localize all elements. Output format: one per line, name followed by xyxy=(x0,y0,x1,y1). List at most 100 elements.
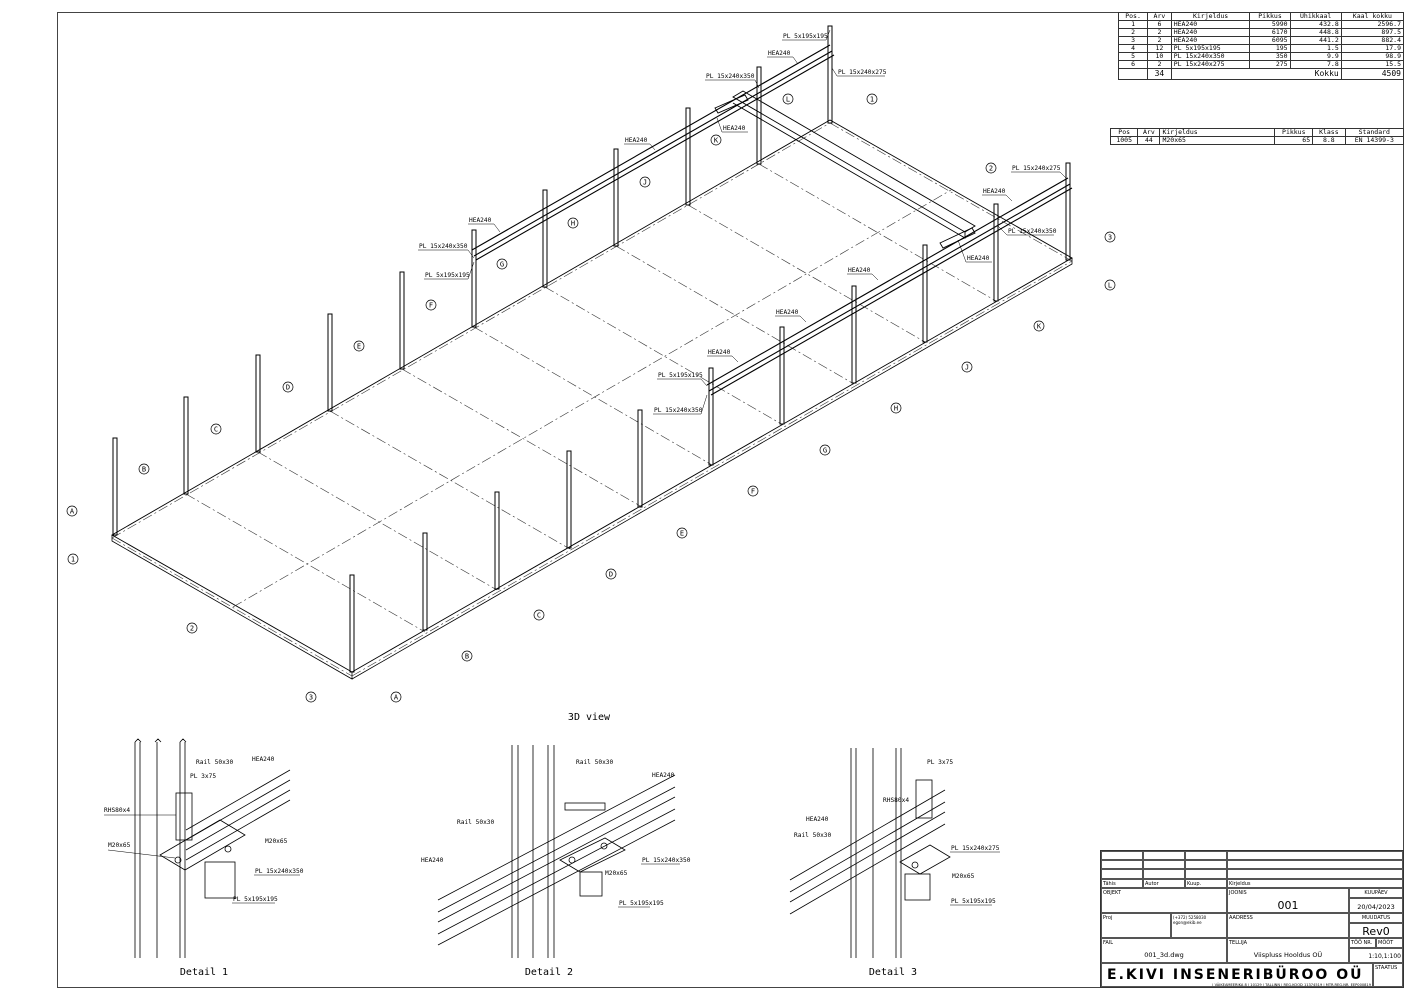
staatus-label: STAATUS xyxy=(1373,963,1403,987)
autor-header: Autor xyxy=(1143,879,1185,888)
kirjeldus-header: Kirjeldus xyxy=(1227,879,1403,888)
cell: EN 14399-3 xyxy=(1344,136,1405,145)
d3-pl275: PL 15x240x275 xyxy=(951,845,1000,852)
tellija-label: TELLIJA xyxy=(1229,940,1248,946)
callout-hea240-back2: HEA240 xyxy=(468,217,501,233)
title-block: Tähis Autor Kuup. Kirjeldus OBJEKT JOONI… xyxy=(1100,850,1404,988)
cell: 15.5 xyxy=(1340,60,1405,69)
grid-label-2L: 2 xyxy=(989,165,993,173)
total-weight: 4509 xyxy=(1340,68,1405,80)
grid-label-1L: 1 xyxy=(870,96,874,104)
client-name: Viispluss Hooldus OÜ xyxy=(1253,951,1323,959)
callout-text: HEA240 xyxy=(768,50,791,57)
grid-bubble-labels: A B C D E F G H J K L A B C D E F G H J … xyxy=(70,96,1112,702)
file-name: 001_3d.dwg xyxy=(1144,951,1184,959)
runway-beams xyxy=(471,44,1073,396)
callout-hea240-3: HEA240 xyxy=(767,50,799,65)
grid-label-E1: E xyxy=(357,343,361,351)
detail-2-callouts: Rail 50x30 HEA240 Rail 50x30 HEA240 PL 1… xyxy=(421,759,691,908)
date-value: 20/04/2023 xyxy=(1349,898,1403,913)
view-captions: 3D view Detail 1 Detail 2 Detail 3 xyxy=(180,712,917,978)
detail-2-view xyxy=(437,745,676,958)
callout-pl350-right: PL 15x240x350 xyxy=(997,225,1057,236)
email: egon@ekib.ee xyxy=(1173,920,1202,925)
d1-rail: Rail 50x30 xyxy=(196,759,234,766)
d3-plate: PL 5x195x195 xyxy=(951,898,996,905)
grid-label-L3: L xyxy=(1108,282,1112,290)
company-address: | VÄIKEAMEERIKA 8 | 10129 | TALLINN | RE… xyxy=(1212,983,1371,987)
grid-label-B1: B xyxy=(142,466,146,474)
grid-label-L1: L xyxy=(786,96,790,104)
callout-hea240-bridge: HEA240 xyxy=(957,239,992,263)
d1-pl3x75: PL 3x75 xyxy=(190,773,216,780)
callout-text: PL 15x240x350 xyxy=(706,73,755,80)
grid-label-K1: K xyxy=(714,137,719,145)
contact-cell: (+372) 5258030 egon@ekib.ee xyxy=(1171,913,1227,938)
grid-lines xyxy=(111,122,1073,677)
grid-label-D3: D xyxy=(609,571,613,579)
callout-hea240-crane: HEA240 xyxy=(716,117,748,133)
cell: 7.8 xyxy=(1289,60,1342,69)
grid-label-C3: C xyxy=(537,612,541,620)
callout-text: PL 15x240x275 xyxy=(1012,165,1061,172)
fail-label: FAIL xyxy=(1103,940,1114,946)
columns-row-1 xyxy=(112,25,833,536)
callout-text: PL 15x240x350 xyxy=(1008,228,1057,235)
joonis-label: JOONIS xyxy=(1229,890,1247,896)
moot-label: MÕÕT xyxy=(1376,938,1403,948)
aadress-label: AADRESS xyxy=(1229,915,1253,921)
cell: M20x65 xyxy=(1159,136,1276,145)
cell: 275 xyxy=(1249,60,1291,69)
grid-label-B3: B xyxy=(465,653,469,661)
d1-bolt: M20x65 xyxy=(108,842,131,849)
total-count: 34 xyxy=(1147,68,1172,80)
too-nr-label: TÖÖ NR. xyxy=(1349,938,1376,948)
rev-cell xyxy=(1227,860,1403,869)
d1-plate: PL 5x195x195 xyxy=(233,896,278,903)
rev-cell xyxy=(1227,869,1403,879)
callout-text: PL 5x195x195 xyxy=(425,272,470,279)
grid-bubbles xyxy=(66,93,1116,703)
objekt-label: OBJEKT xyxy=(1103,890,1121,896)
cell: 6 xyxy=(1117,60,1149,69)
callout-text: PL 15x240x275 xyxy=(838,69,887,76)
rev-cell xyxy=(1185,851,1227,860)
drawing-frame xyxy=(57,12,1404,988)
callout-hea240-front: HEA240 xyxy=(775,309,807,323)
callout-text: HEA240 xyxy=(625,137,648,144)
aadress-cell: AADRESS xyxy=(1227,913,1349,938)
callout-text: HEA240 xyxy=(983,188,1006,195)
callout-pl275-back: PL 15x240x275 xyxy=(831,67,887,77)
grid-label-3A: 3 xyxy=(309,694,313,702)
d2-hea240-2: HEA240 xyxy=(421,857,444,864)
grid-label-G1: G xyxy=(500,261,504,269)
cell: 8.8 xyxy=(1312,136,1346,145)
callout-plate-front: PL 5x195x195 xyxy=(657,372,708,387)
d2-rail2: Rail 50x30 xyxy=(457,819,495,826)
callout-hea240-back: HEA240 xyxy=(624,137,656,151)
grid-label-H3: H xyxy=(894,405,898,413)
tellija-cell: TELLIJA Viispluss Hooldus OÜ xyxy=(1227,938,1349,963)
muudatus-label: MUUDATUS xyxy=(1349,913,1403,923)
crane-bridge xyxy=(714,90,976,249)
callout-pl350-back: PL 15x240x350 xyxy=(418,243,475,259)
proj-cell: Proj xyxy=(1101,913,1171,938)
d3-rhs: RHS80x4 xyxy=(883,797,909,804)
rev-cell xyxy=(1227,851,1403,860)
grid-label-K3: K xyxy=(1037,323,1042,331)
callout-pl350-top: PL 15x240x350 xyxy=(705,73,760,89)
d1-bolt2: M20x65 xyxy=(265,838,288,845)
d3-pl3x75: PL 3x75 xyxy=(927,759,953,766)
rev-cell xyxy=(1101,860,1143,869)
callout-plate-back: PL 5x195x195 xyxy=(424,261,475,280)
scale-value: 1:10,1:100 xyxy=(1349,948,1403,963)
grid-label-1A: 1 xyxy=(71,556,75,564)
tahis-header: Tähis xyxy=(1101,879,1143,888)
rev-cell xyxy=(1143,869,1185,879)
caption-detail-2: Detail 2 xyxy=(525,967,573,978)
